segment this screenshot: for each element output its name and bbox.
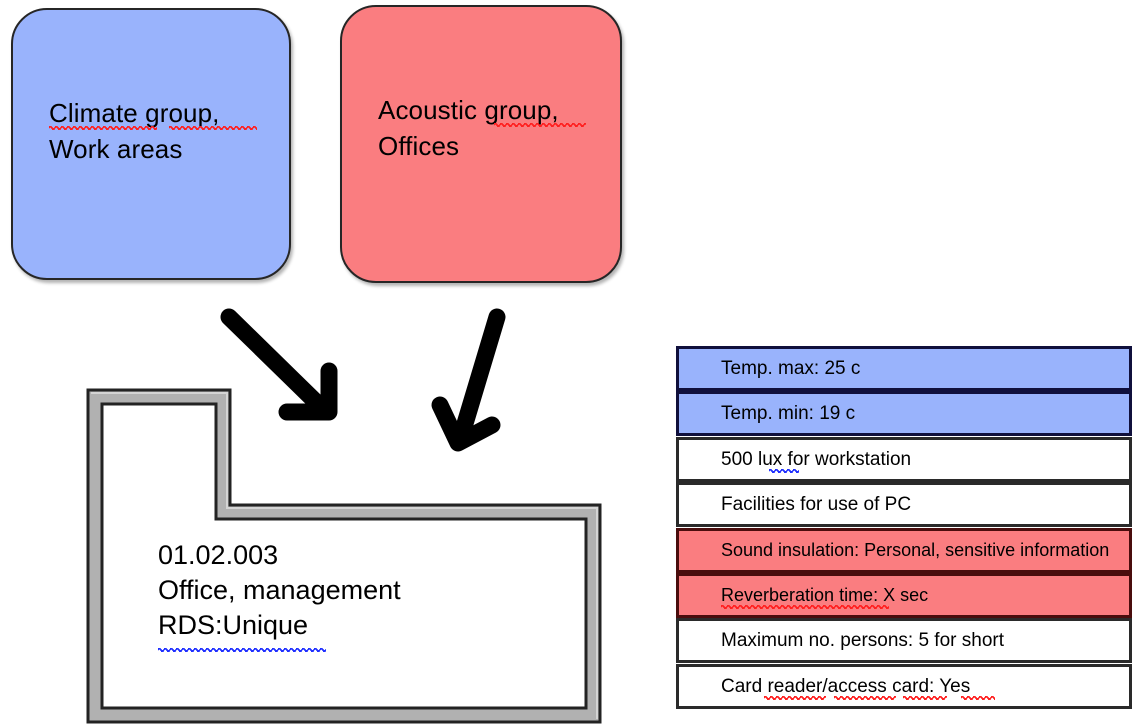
table-row[interactable]: Card reader/access card: Yes: [676, 664, 1132, 709]
room-wall-bevel: [91, 392, 598, 719]
acoustic-group-label: Acoustic group, Offices: [378, 95, 559, 161]
table-row[interactable]: 500 lux for workstation: [676, 437, 1132, 482]
table-cell-text: Card reader/access card: Yes: [721, 675, 971, 697]
table-cell-text: Temp. max: 25 c: [721, 357, 861, 379]
room-wall-outer-outline: [86, 388, 602, 724]
acoustic-group-box[interactable]: Acoustic group, Offices: [340, 5, 622, 283]
table-row[interactable]: Facilities for use of PC: [676, 482, 1132, 527]
table-row[interactable]: Reverberation time: X sec: [676, 573, 1132, 618]
table-cell-text: Facilities for use of PC: [721, 493, 912, 515]
table-row[interactable]: Temp. min: 19 c: [676, 391, 1132, 436]
room-label: 01.02.003 Office, management RDS:Unique: [158, 540, 401, 641]
table-cell-text: 500 lux for workstation: [721, 448, 912, 470]
table-cell-text: Sound insulation: Personal, sensitive in…: [721, 540, 1110, 560]
room-wall-inner-outline: [100, 402, 588, 710]
climate-group-box[interactable]: Climate group, Work areas: [11, 8, 291, 280]
table-cell-text: Maximum no. persons: 5 for short: [721, 629, 1004, 651]
room-floorplan[interactable]: [80, 385, 610, 728]
table-cell-text: Temp. min: 19 c: [721, 402, 856, 424]
table-row[interactable]: Sound insulation: Personal, sensitive in…: [676, 528, 1132, 573]
table-row[interactable]: Temp. max: 25 c: [676, 346, 1132, 391]
table-row[interactable]: Maximum no. persons: 5 for short: [676, 618, 1132, 663]
table-cell-text: Reverberation time: X sec: [721, 585, 929, 605]
climate-group-label: Climate group, Work areas: [49, 98, 220, 164]
